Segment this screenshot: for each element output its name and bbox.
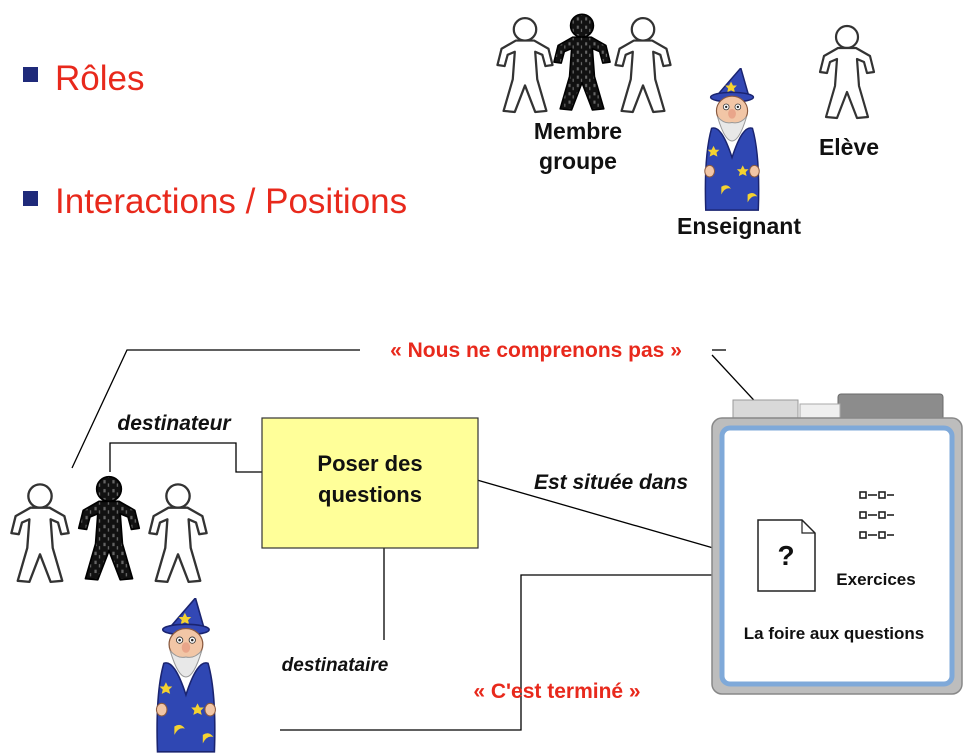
bullet-square (23, 191, 38, 206)
action-label-line1: Poser des (317, 451, 422, 476)
quote-top-connector (71, 349, 360, 469)
action-label-line2: questions (318, 482, 422, 507)
member-group-figure (496, 13, 672, 114)
sender-connector (109, 442, 262, 473)
person-outline-icon (10, 483, 70, 584)
bullet-interactions-text: Interactions / Positions (55, 182, 407, 221)
bullet-square (23, 67, 38, 82)
exercise-list-icon (859, 491, 894, 539)
recipient-label: destinataire (282, 655, 389, 676)
person-outline-icon (614, 16, 672, 114)
member-label-line2: groupe (539, 148, 617, 174)
quote-bottom-text: « C'est terminé » (473, 680, 640, 703)
member-group-figure-diagram (10, 475, 208, 584)
sender-label: destinateur (117, 412, 232, 435)
teacher-wizard-icon (704, 68, 761, 211)
exercises-label: Exercices (836, 570, 915, 589)
question-mark: ? (777, 540, 794, 571)
quote-top-text: « Nous ne comprenons pas » (390, 339, 682, 362)
bullet-roles-text: Rôles (55, 59, 144, 98)
student-person-icon (818, 24, 876, 120)
located-label: Est située dans (534, 471, 688, 494)
binary-person-icon (553, 13, 611, 111)
person-outline-icon (496, 16, 554, 114)
located-arrow (476, 479, 749, 561)
teacher-wizard-icon (155, 598, 217, 753)
quote-bottom-arrow (280, 570, 751, 731)
faq-label: La foire aux questions (744, 624, 924, 643)
student-label: Elève (819, 134, 879, 160)
action-box (261, 417, 479, 549)
binary-person-icon (77, 475, 141, 581)
teacher-label: Enseignant (677, 213, 801, 239)
member-label-line1: Membre (534, 118, 622, 144)
person-outline-icon (148, 483, 208, 584)
question-document-icon (757, 519, 816, 592)
faq-panel (711, 393, 963, 695)
